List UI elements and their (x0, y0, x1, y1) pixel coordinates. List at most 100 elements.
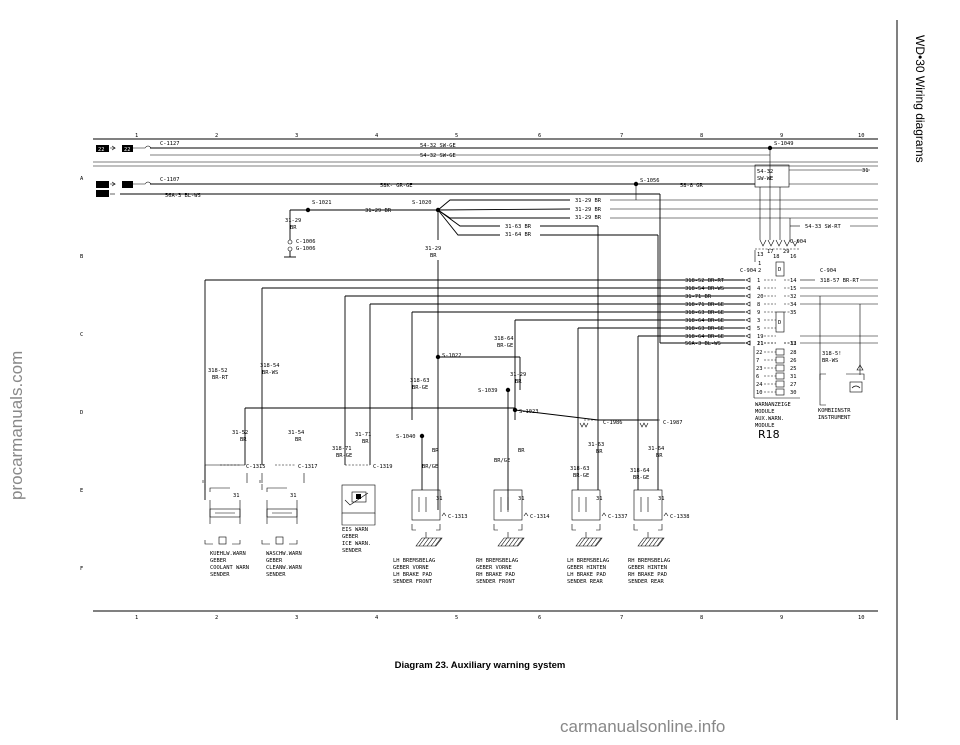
instrument-cluster: 318-5! BR-WS KOMBIINSTR INSTRUMENT (818, 351, 865, 421)
grid-row-F: F (80, 566, 83, 572)
grid-col-top-9: 9 (780, 133, 783, 139)
wire-br-1: BR (432, 448, 439, 454)
module-wire-label: 318-64 BR-GE (685, 318, 724, 324)
wire-31: 31 (862, 168, 869, 174)
svg-text:SENDER REAR: SENDER REAR (567, 579, 603, 585)
connector-c1319: C-1319 (373, 464, 392, 470)
wire-31-63: 31-63 BR (505, 224, 532, 230)
svg-text:SENDER: SENDER (266, 572, 286, 578)
wire-31-29c: 31-29 BR (575, 215, 602, 221)
wire-318-64c-color: BR-GE (633, 475, 649, 481)
grid-col-bottom-2: 2 (215, 615, 218, 621)
kombi-line-1: KOMBIINSTR (818, 408, 851, 414)
wire-318-52-color: BR-RT (212, 375, 229, 381)
splice-s1049: S-1049 (774, 141, 793, 147)
svg-text:LH BRAKE PAD: LH BRAKE PAD (567, 572, 606, 578)
module-name-line: AUX.WARN. (755, 416, 784, 422)
module-wire-label: 31-71 BR (685, 294, 712, 300)
pin-arrow (745, 285, 751, 291)
connector-c904a: C-904 (790, 239, 806, 245)
module-pin-left: 5 (757, 326, 760, 332)
pin-arrow (745, 340, 751, 346)
sensor-pin-31: 31 (436, 496, 443, 502)
module-name-line: MODULE (755, 423, 774, 429)
splice-s1021: S-1021 (312, 200, 331, 206)
wire-54-32c-color: SW-WE (757, 176, 773, 182)
svg-text:LH BREMSBELAG: LH BREMSBELAG (393, 558, 435, 564)
svg-text:22: 22 (124, 147, 131, 153)
svg-text:COOLANT WARN: COOLANT WARN (210, 565, 249, 571)
svg-text:D: D (778, 320, 781, 326)
svg-text:17: 17 (767, 249, 774, 255)
brake-pad-sender-lh-front: 31C-1313 (411, 489, 467, 547)
module-wire-label: 318-71 BR-GE (685, 302, 724, 308)
wire-br-2: BR (518, 448, 525, 454)
module-pin-left: 21 (757, 341, 764, 347)
module-pin-left: 19 (757, 334, 764, 340)
pin-arrow (745, 317, 751, 323)
wire-brge-1: BR/GE (422, 464, 438, 470)
svg-text:GEBER VORNE: GEBER VORNE (393, 565, 429, 571)
module-pin-right: 12 (790, 341, 797, 347)
wire-318-63-color: BR-GE (412, 385, 428, 391)
wire-318-64: 318-64 (494, 336, 513, 342)
module-pin-left: 6 (756, 374, 759, 380)
wire-31-64b-color: BR (656, 453, 663, 459)
svg-text:13: 13 (757, 252, 764, 258)
grid-col-bottom-3: 3 (295, 615, 298, 621)
module-pin-left: 4 (757, 286, 760, 292)
wire-318-54: 318-54 (260, 363, 279, 369)
module-pin-left: 3 (757, 318, 760, 324)
module-pin-left: 8 (757, 302, 760, 308)
grid-col-bottom-4: 4 (375, 615, 378, 621)
grid-col-bottom-1: 1 (135, 615, 138, 621)
svg-text:LH BREMSBELAG: LH BREMSBELAG (567, 558, 609, 564)
connector-c904b: C-904 (740, 268, 756, 274)
svg-text:D: D (778, 267, 781, 273)
connector-c904c: C-904 (820, 268, 836, 274)
splice-s1039: S-1039 (478, 388, 497, 394)
wire-31-29br: 31-29 BR (365, 208, 392, 214)
wire-318-57: 318-57 BR-RT (820, 278, 860, 284)
wire-31-29-v1-color: BR (290, 225, 297, 231)
brake-pad-sender-lh-rear: 31C-1337 (571, 489, 627, 547)
wire-318-52: 318-52 (208, 368, 227, 374)
module-wire-label: 318-54 BR-WS (685, 286, 724, 292)
input-c1127: 22 22 C-1127 (96, 141, 179, 153)
wire-318-5x-color: BR-WS (822, 358, 838, 364)
brake-pad-sender-rh-front: 31C-1314 (493, 489, 549, 547)
grid-col-top-10: 10 (858, 133, 865, 139)
connector-c1314: C-1314 (530, 514, 549, 520)
svg-text:RH BREMSBELAG: RH BREMSBELAG (476, 558, 518, 564)
wire-54-33: 54-33 SW-RT (805, 224, 841, 230)
wire-54-32a: 54-32 SW-GE (420, 143, 456, 149)
wire-318-71: 318-71 (332, 446, 351, 452)
watermark-left: procarmanuals.com (7, 351, 26, 500)
wire-58-8: 58-8 GR (680, 183, 703, 189)
grid-col-top-8: 8 (700, 133, 703, 139)
wire-58k: 58K- GR-GE (380, 183, 412, 189)
sensor-pin-31: 31 (290, 493, 297, 499)
module-pin-right: 14 (790, 278, 797, 284)
watermark-bottom: carmanualsonline.info (560, 717, 725, 736)
wire-brge-2: BR/GE (494, 458, 510, 464)
svg-text:GEBER: GEBER (266, 558, 283, 564)
module-pin-right: 33 (790, 341, 797, 347)
grid-col-bottom-6: 6 (538, 615, 541, 621)
module-pin-right: 27 (790, 382, 797, 388)
grid-row-A: A (80, 176, 84, 182)
svg-text:16: 16 (790, 254, 797, 260)
splice-s1020: S-1020 (412, 200, 431, 206)
svg-text:GEBER: GEBER (342, 534, 359, 540)
module-pin-right: 28 (790, 350, 797, 356)
page-header: WD•30 Wiring diagrams (913, 35, 927, 163)
grid-row-D: D (80, 410, 83, 416)
grid-col-top-2: 2 (215, 133, 218, 139)
